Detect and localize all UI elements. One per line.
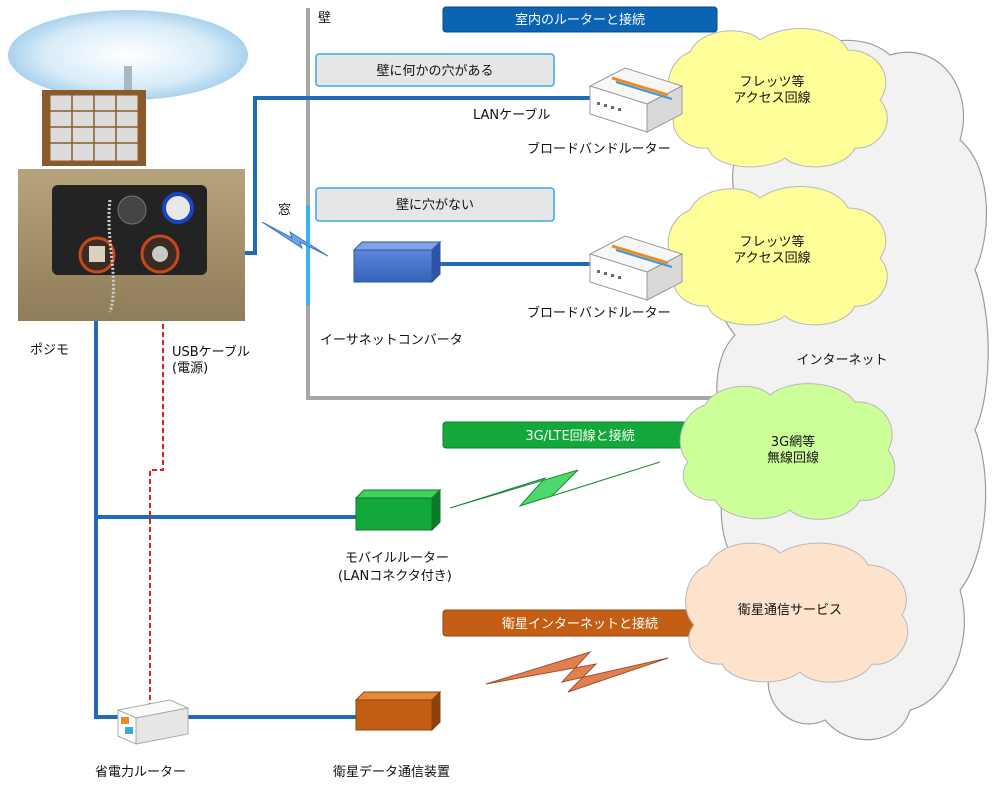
antenna-mast xyxy=(124,66,132,90)
cloud-flets-2: フレッツ等 アクセス回線 xyxy=(667,186,888,326)
ethernet-converter-label: イーサネットコンバータ xyxy=(320,333,463,348)
window-wireless-bolt xyxy=(261,221,329,257)
banner-lte: 3G/LTE回線と接続 xyxy=(442,421,718,449)
note-no-hole: 壁に穴がない xyxy=(315,187,555,222)
mobile-router-label: モバイルルーター xyxy=(345,551,449,566)
satellite-data-device[interactable] xyxy=(354,690,442,732)
svg-text:壁に穴がない: 壁に穴がない xyxy=(396,198,474,213)
cloud-mobile-network: 3G網等 無線回線 xyxy=(679,383,896,520)
svg-text:衛星通信サービス: 衛星通信サービス xyxy=(738,603,842,618)
svg-text:3G/LTE回線と接続: 3G/LTE回線と接続 xyxy=(525,428,634,444)
mobile-router[interactable] xyxy=(354,488,442,532)
svg-text:アクセス回線: アクセス回線 xyxy=(733,250,810,266)
posimo-label: ポジモ xyxy=(30,343,69,358)
svg-text:フレッツ等: フレッツ等 xyxy=(739,74,804,90)
lan-cable-label: LANケーブル xyxy=(473,107,550,123)
power-button xyxy=(162,192,194,224)
svg-text:フレッツ等: フレッツ等 xyxy=(739,234,804,250)
power-saving-router-label: 省電力ルーター xyxy=(95,765,186,780)
usb-cable-line xyxy=(149,268,164,705)
wall xyxy=(306,8,720,400)
wall-label: 壁 xyxy=(318,11,331,26)
usb-cable-label: USBケーブル xyxy=(172,344,250,360)
internet-label: インターネット xyxy=(796,353,887,368)
note-wall-hole: 壁に何かの穴がある xyxy=(315,53,555,87)
svg-text:室内のルーターと接続: 室内のルーターと接続 xyxy=(515,12,645,28)
svg-text:3G網等: 3G網等 xyxy=(771,434,815,450)
banner-indoor-router: 室内のルーターと接続 xyxy=(442,6,718,33)
cloud-flets-1: フレッツ等 アクセス回線 xyxy=(667,28,888,168)
mobile-router-label-note: (LANコネクタ付き) xyxy=(338,569,452,584)
usb-power-label: (電源) xyxy=(172,361,208,376)
posimo-device[interactable] xyxy=(8,10,248,321)
broadband-router-1-label: ブロードバンドルーター xyxy=(527,141,671,157)
svg-text:壁に何かの穴がある: 壁に何かの穴がある xyxy=(376,63,493,79)
svg-text:無線回線: 無線回線 xyxy=(767,450,819,466)
svg-text:衛星インターネットと接続: 衛星インターネットと接続 xyxy=(502,616,658,632)
broadband-router-2[interactable] xyxy=(588,235,684,301)
svg-text:アクセス回線: アクセス回線 xyxy=(733,90,810,106)
banner-satellite: 衛星インターネットと接続 xyxy=(442,609,718,637)
power-saving-router[interactable] xyxy=(116,699,190,745)
satellite-wireless-bolt xyxy=(485,650,669,693)
window-label: 窓 xyxy=(278,202,291,218)
broadband-router-2-label: ブロードバンドルーター xyxy=(527,305,671,321)
cloud-satellite-service: 衛星通信サービス xyxy=(685,542,909,683)
broadband-router-1[interactable] xyxy=(588,67,684,133)
lte-wireless-bolt xyxy=(449,461,661,509)
lan-line-trunk xyxy=(94,268,118,719)
signal-halo xyxy=(8,10,248,100)
satellite-device-label: 衛星データ通信装置 xyxy=(333,764,450,780)
ethernet-converter[interactable] xyxy=(352,240,442,284)
